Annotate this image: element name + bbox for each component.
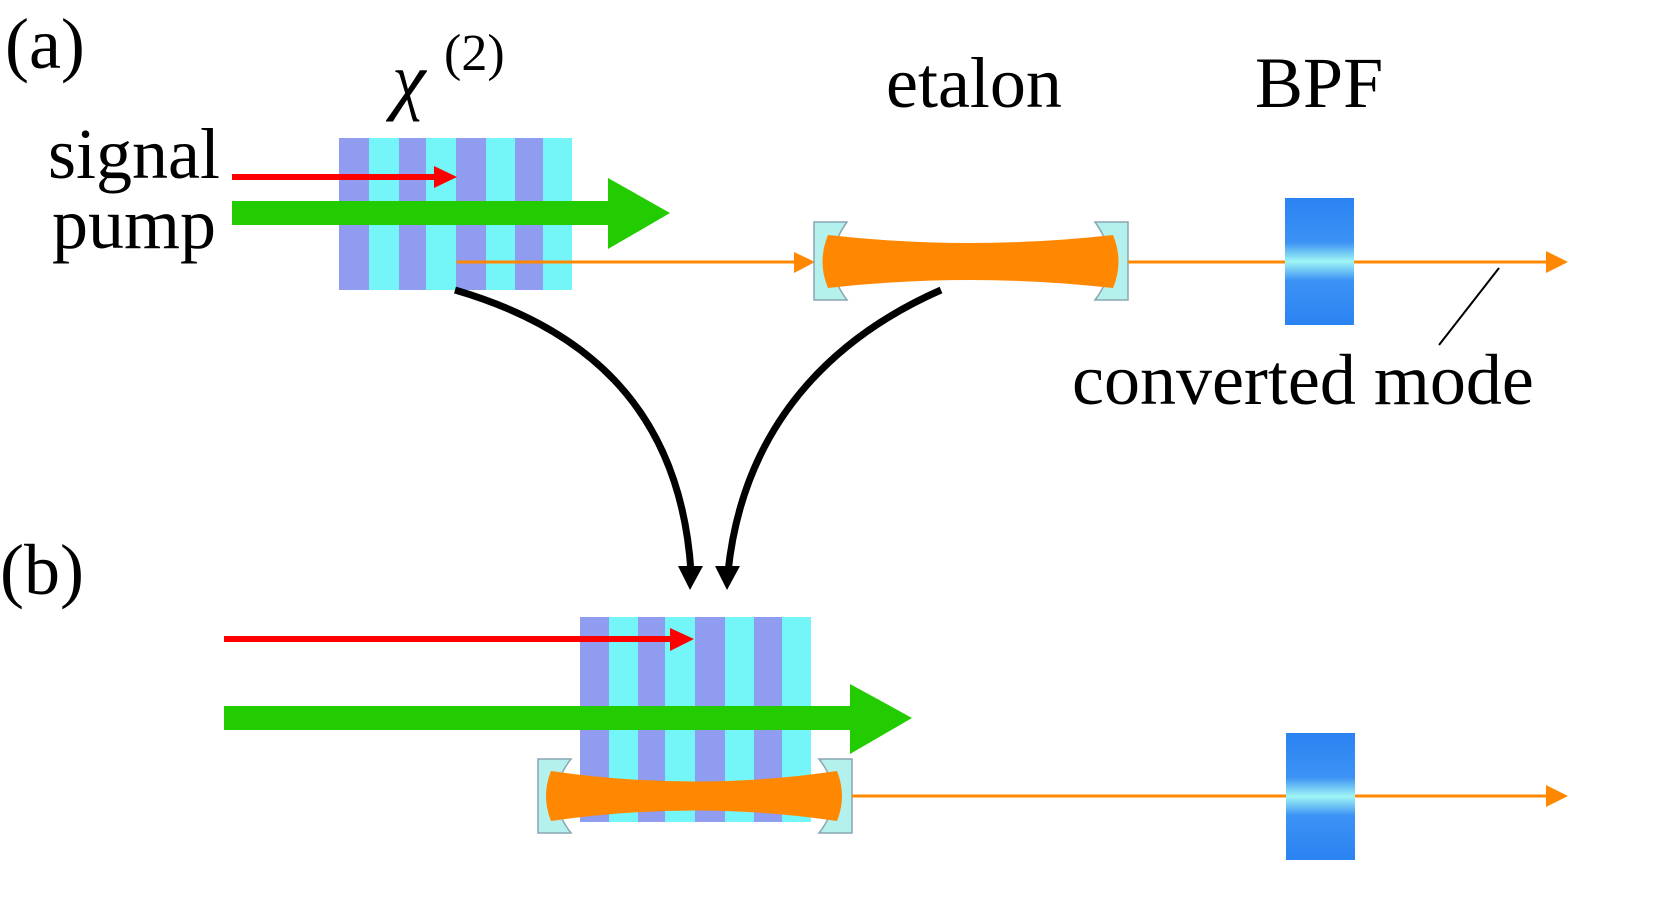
bpf-b [1286, 733, 1355, 860]
pump-beam-a [232, 178, 670, 249]
signal-beam-b [224, 628, 694, 651]
etalon-cavity-mode [822, 235, 1119, 288]
bpf-label: BPF [1255, 43, 1383, 123]
cavity-b [537, 758, 853, 834]
bpf-a [1285, 198, 1354, 325]
panel-b: (b) [0, 530, 1568, 860]
merge-arrows [454, 286, 943, 590]
signal-beam-a [232, 166, 457, 188]
pump-beam-b [224, 684, 912, 754]
pump-label: pump [52, 184, 216, 264]
etalon-merge-arrow [724, 286, 943, 573]
panel-a-label: (a) [5, 4, 85, 84]
converted-mode-label: converted mode [1072, 340, 1534, 420]
panel-b-label: (b) [0, 530, 84, 610]
etalon-label: etalon [886, 43, 1062, 123]
crystal-merge-arrow [454, 286, 695, 573]
converted-beam-a-in [457, 252, 815, 273]
etalon-a [813, 221, 1129, 301]
chi-order: (2) [444, 25, 505, 82]
chi-symbol: χ [385, 38, 427, 122]
crystal-label: χ (2) [385, 25, 505, 122]
converted-beam-b-out [852, 785, 1568, 807]
cavity-mode [546, 771, 842, 821]
panel-a: (a) χ (2) signal pump etalon BPF convert… [5, 4, 1568, 420]
signal-label: signal [48, 114, 220, 194]
converted-mode-leader [1438, 267, 1500, 346]
